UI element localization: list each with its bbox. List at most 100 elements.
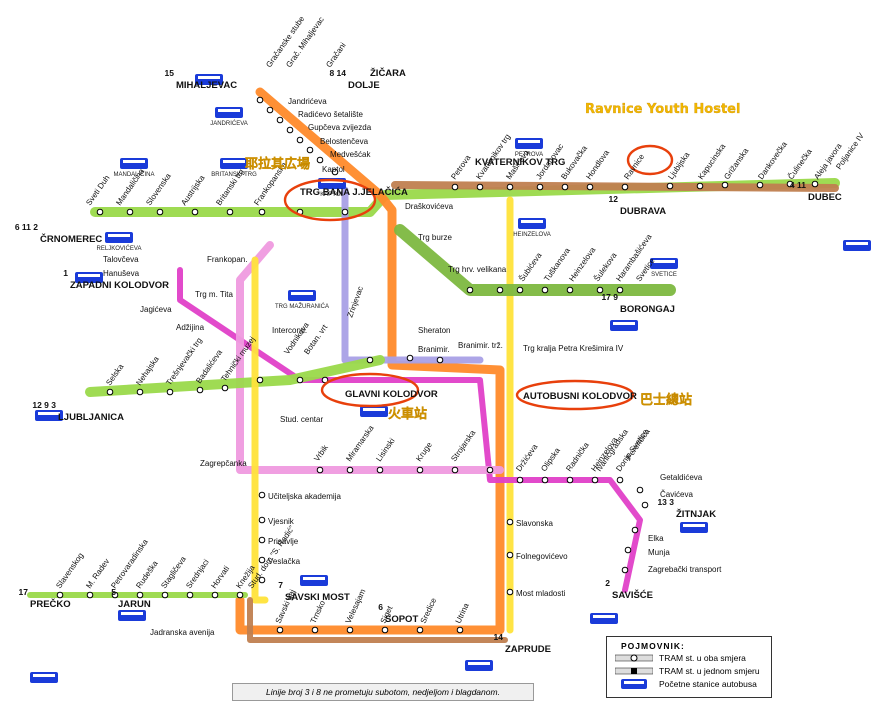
station-dot-66 <box>258 556 266 564</box>
station-dot-8 <box>96 208 104 216</box>
station-label: Hondlova <box>584 148 611 181</box>
highlight-circles <box>283 144 674 411</box>
terminal-lines-precko: 17 <box>19 587 29 597</box>
station-dot-26 <box>756 181 764 189</box>
station-label: Zagrebački transport <box>648 565 722 574</box>
station-dot-62 <box>621 566 629 574</box>
station-label: Radnička <box>564 440 591 473</box>
station-dot-17 <box>476 183 484 191</box>
station-label: Slavenskog <box>54 551 85 590</box>
station-label: Jagićeva <box>140 305 172 314</box>
station-dot-81 <box>161 591 169 599</box>
terminal-zitnjak: ŽITNJAK <box>676 508 716 520</box>
line-pink-6 <box>236 241 504 474</box>
station-label: Jandrićeva <box>288 97 327 106</box>
station-label: Srednjaci <box>184 557 211 590</box>
terminal-crnomerec: ČRNOMEREC <box>40 233 102 245</box>
terminal-lines-sopot: 6 <box>378 602 383 612</box>
bus-label: JANDRIĆEVA <box>210 120 248 127</box>
highlight-circle-0 <box>283 178 377 222</box>
station-dot-42 <box>296 376 304 384</box>
station-dot-33 <box>566 286 574 294</box>
bus-icon <box>360 406 388 417</box>
station-label: Radićevo šetalište <box>298 110 363 119</box>
station-label: Talovčeva <box>103 255 139 264</box>
station-label: Trg kralja Petra Krešimira IV <box>523 344 624 353</box>
station-label: Selska <box>104 362 125 387</box>
terminal-lines-crnomerec: 6 11 2 <box>15 222 38 232</box>
terminal-lines-zaprude: 14 <box>494 632 504 642</box>
terminal-trg_bana: TRG BANA J.JELAČIĆA <box>300 186 408 198</box>
highlight-circle-3 <box>515 379 635 411</box>
bus-icon <box>35 410 63 421</box>
station-dot-69 <box>311 626 319 634</box>
station-label: Miramarska <box>344 423 376 463</box>
station-dot-50 <box>416 466 424 474</box>
station-dot-23 <box>666 182 674 190</box>
station-dot-13 <box>258 208 266 216</box>
terminal-zapadni: ZAPADNI KOLODVOR <box>70 280 169 291</box>
station-label: Utrina <box>454 601 471 625</box>
station-dot-21 <box>586 183 594 191</box>
station-label: Kaptol <box>322 165 345 174</box>
bus-icon <box>465 660 493 671</box>
station-dot-46 <box>436 356 444 364</box>
station-dot-36 <box>106 388 114 396</box>
station-label: Branimir. <box>418 345 450 354</box>
station-label: Adžijina <box>176 323 205 332</box>
station-label: Vrbik <box>312 442 330 463</box>
station-dot-84 <box>236 591 244 599</box>
station-label: Šubićeva <box>517 251 544 284</box>
station-dot-44 <box>366 356 374 364</box>
station-label: Čulinečka <box>786 147 814 181</box>
bus-icon <box>118 610 146 621</box>
station-dot-20 <box>561 183 569 191</box>
terminal-jarun: JARUN <box>118 599 151 610</box>
station-dot-2 <box>276 116 284 124</box>
bus-icon <box>590 613 618 624</box>
station-dot-19 <box>536 183 544 191</box>
station-dot-49 <box>376 466 384 474</box>
both-directions-icon <box>615 654 653 662</box>
bus-label: SVETICE <box>651 272 677 278</box>
bus-label: MANDALIČINA <box>113 171 154 178</box>
station-label: Učiteljska akademija <box>268 492 341 501</box>
bus-icon: PETROVA <box>515 138 543 158</box>
footnote: Linije broj 3 i 8 ne prometuju subotom, … <box>232 683 534 701</box>
station-dot-74 <box>506 518 514 526</box>
bus-icon <box>610 320 638 331</box>
station-label: Most mladosti <box>516 589 566 598</box>
station-label: Vjesnik <box>268 517 295 526</box>
station-dot-56 <box>591 476 599 484</box>
legend-both: TRAM st. u oba smjera <box>659 653 746 663</box>
station-dot-54 <box>541 476 549 484</box>
terminal-lines-zapadni: 1 <box>63 268 68 278</box>
annotation-hostel: Ravnice Youth Hostel <box>585 102 740 117</box>
terminal-dubrava: DUBRAVA <box>620 206 666 217</box>
legend-one: TRAM st. u jednom smjeru <box>659 666 760 676</box>
terminal-kvaternikov: KVATERNIKOV TRG <box>475 157 565 168</box>
station-dot-38 <box>166 388 174 396</box>
station-label: Sredice <box>419 596 439 625</box>
station-label: Petrova <box>449 153 473 181</box>
station-label: M. Radev <box>84 557 111 590</box>
station-label: Hanuševa <box>103 269 140 278</box>
bus-icon: TRG MAŽURANIĆA <box>275 290 329 310</box>
bus-icon: MANDALIČINA <box>113 158 155 178</box>
bus-label: BRITANSKI TRG <box>211 172 257 178</box>
station-dot-35 <box>616 286 624 294</box>
station-label: Munja <box>648 548 670 557</box>
line-green-8 <box>85 355 385 397</box>
bus-icon <box>30 672 58 683</box>
station-dot-0 <box>256 96 264 104</box>
station-dot-71 <box>381 626 389 634</box>
station-label: Ravnice <box>622 152 646 181</box>
terminal-savisce: SAVIŠĆE <box>612 589 653 601</box>
annotation-square: 耶拉其広場 <box>245 156 310 172</box>
station-dot-67 <box>258 576 266 584</box>
station-label: Kruge <box>414 440 434 463</box>
bus-icon <box>195 74 223 85</box>
terminal-zaprude: ZAPRUDE <box>505 644 551 655</box>
